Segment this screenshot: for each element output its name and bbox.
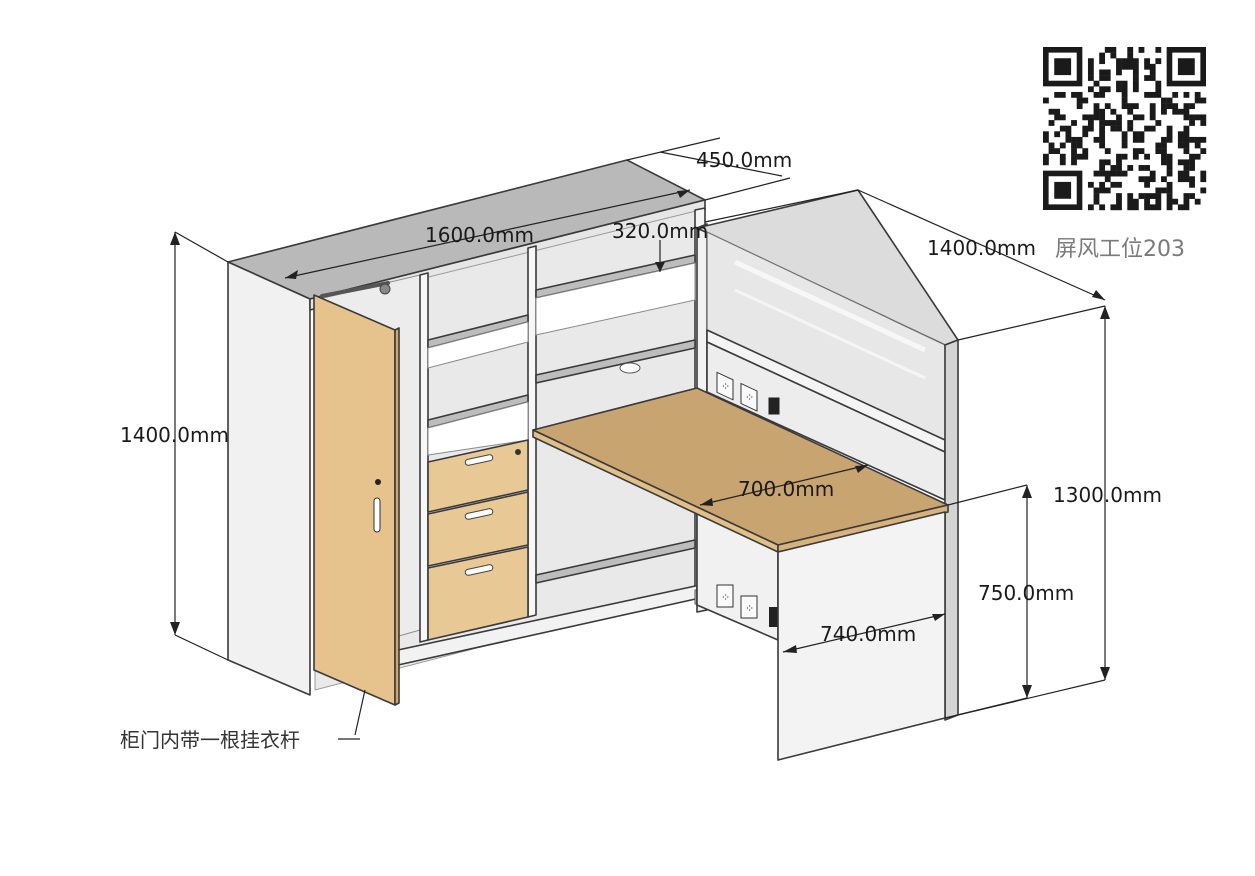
drawer-2-handle-icon	[464, 508, 494, 520]
socket-glyph: ⁘	[721, 591, 730, 604]
shelf-right-bottom	[535, 539, 696, 584]
shelf-right-2	[535, 339, 696, 384]
drawer-lock-icon	[515, 449, 521, 455]
desk	[532, 387, 949, 761]
door-handle-icon	[373, 497, 381, 533]
dim-desk-height: 750.0mm	[978, 581, 1074, 605]
drawer-3[interactable]	[427, 546, 529, 641]
cabinet-left-panel	[227, 261, 311, 696]
hanging-rod-end	[379, 283, 391, 295]
door-front	[313, 294, 396, 706]
drawer-1-handle-icon	[464, 454, 494, 466]
dimension-lines	[170, 137, 1110, 740]
socket-glyph: ⁘	[745, 602, 754, 615]
dim-screen-height: 1300.0mm	[1053, 483, 1162, 507]
desktop-edge-right	[777, 504, 949, 553]
data-port-lower[interactable]	[769, 607, 779, 627]
drawer-2[interactable]	[427, 491, 529, 567]
dim-cabinet-length: 1600.0mm	[425, 223, 534, 247]
product-title: 屏风工位203	[1055, 237, 1185, 262]
socket-glyph: ⁘	[721, 380, 730, 393]
drawer-3-handle-icon	[464, 564, 494, 576]
drawer-1[interactable]	[427, 439, 529, 513]
hanging-rod-note: 柜门内带一根挂衣杆	[120, 728, 300, 752]
glass-reflection-2	[734, 288, 926, 380]
shelf-right-1-edge	[535, 262, 696, 336]
screen-frame-right	[944, 339, 959, 721]
socket-lower-1[interactable]: ⁘	[716, 584, 734, 608]
dim-cabinet-height: 1400.0mm	[120, 423, 229, 447]
drawer-pedestal	[427, 439, 529, 641]
socket-upper-1[interactable]: ⁘	[716, 371, 734, 401]
door-edge	[394, 327, 400, 706]
dim-desk-length: 1400.0mm	[927, 236, 1036, 260]
cabinet-door[interactable]	[313, 294, 400, 706]
cable-grommet	[619, 362, 641, 374]
data-port-upper[interactable]	[768, 397, 780, 415]
socket-lower-2[interactable]: ⁘	[740, 595, 758, 619]
glass-reflection	[733, 259, 927, 353]
divider-panel-1	[419, 272, 429, 643]
shelf-mid-1-edge	[427, 321, 529, 369]
socket-glyph: ⁘	[745, 391, 754, 404]
socket-upper-2[interactable]: ⁘	[740, 382, 758, 412]
dim-cabinet-depth: 450.0mm	[696, 148, 792, 172]
door-lock-icon	[375, 479, 381, 485]
privacy-screen: ⁘ ⁘ ⁘ ⁘	[696, 189, 959, 721]
hanging-rod	[320, 281, 390, 298]
qr-code-icon	[1043, 47, 1207, 211]
dim-shelf-depth: 320.0mm	[612, 219, 708, 243]
dim-leg-width: 740.0mm	[820, 622, 916, 646]
dim-desk-depth: 700.0mm	[738, 477, 834, 501]
